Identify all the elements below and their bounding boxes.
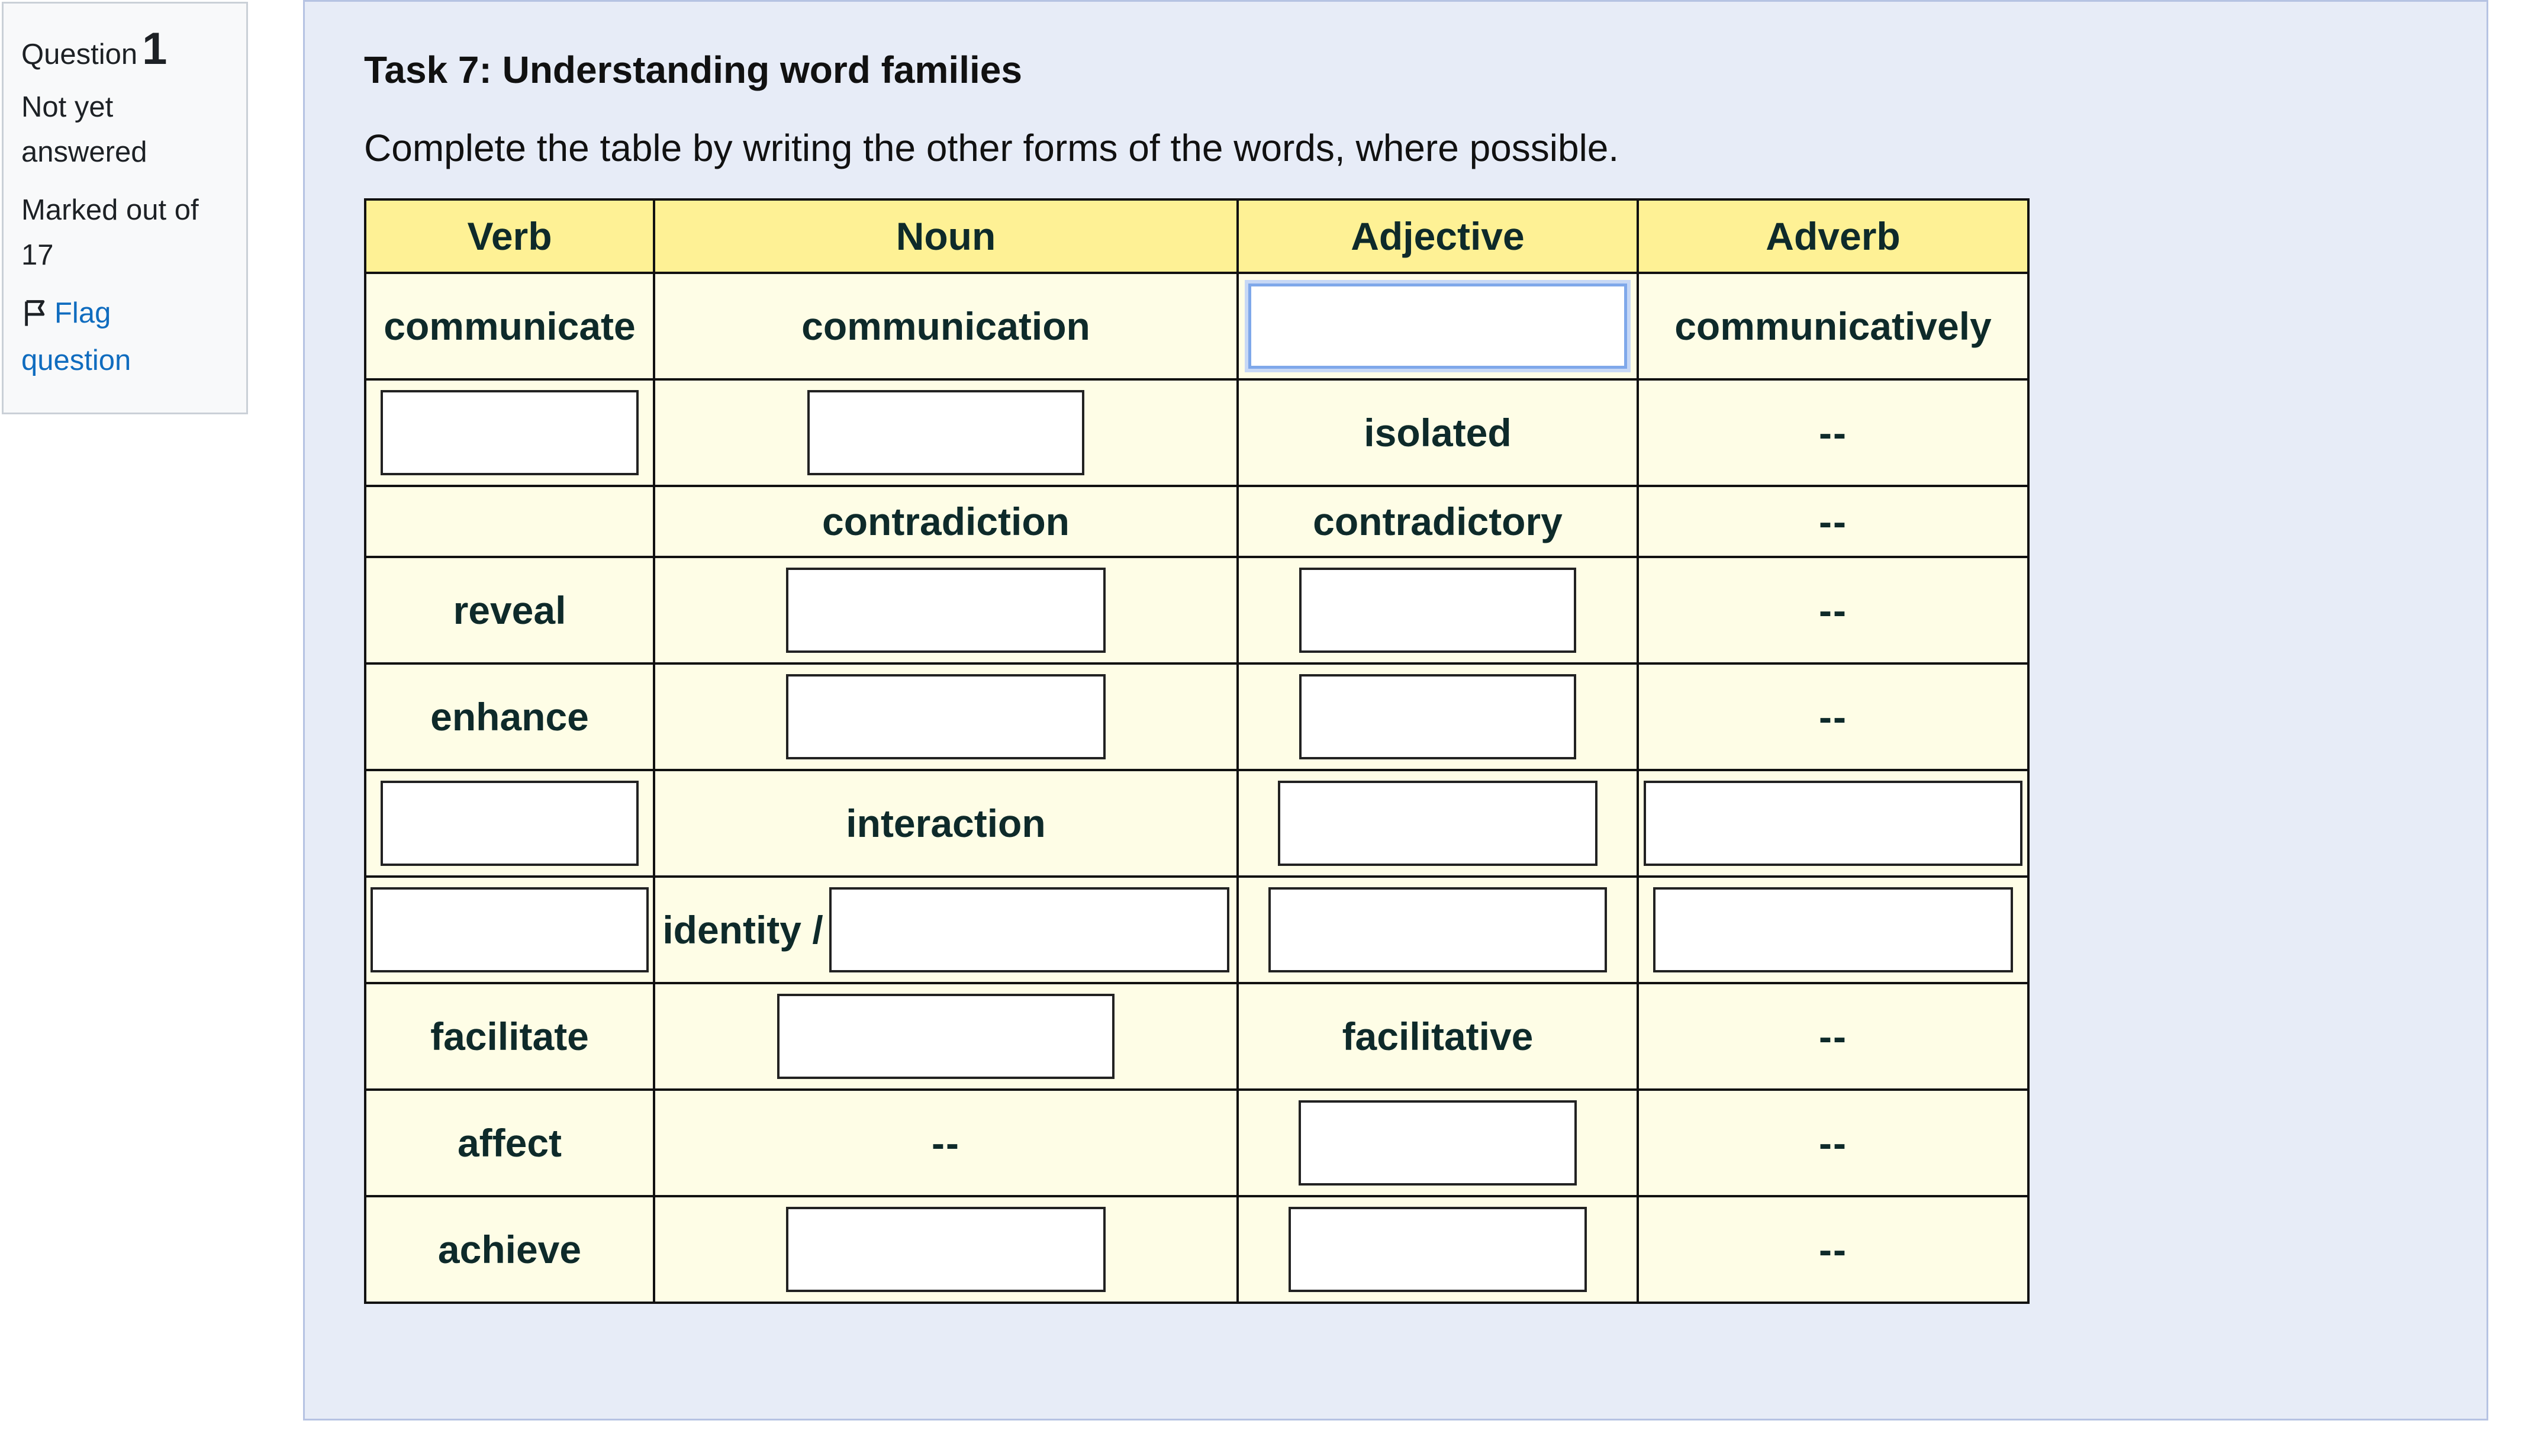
answer-input[interactable] (381, 390, 639, 475)
cell-verb: affect (364, 1088, 655, 1197)
cell-adverb: -- (1637, 556, 2030, 665)
header-noun: Noun (653, 198, 1239, 274)
answer-input[interactable] (777, 994, 1115, 1079)
cell-noun: interaction (653, 769, 1239, 878)
cell-noun: -- (653, 1088, 1239, 1197)
table-row: identity / (364, 875, 2030, 984)
cell-verb: communicate (364, 272, 655, 381)
answer-input[interactable] (1644, 781, 2022, 866)
header-verb: Verb (364, 198, 655, 274)
cell-adverb: -- (1637, 662, 2030, 771)
cell-adjective (1236, 556, 1639, 665)
table-row: reveal -- (364, 556, 2030, 665)
noun-inline-group: identity / (659, 887, 1233, 972)
word-family-table: Verb Noun Adjective Adverb communicate c… (364, 198, 2030, 1304)
table-row: achieve -- (364, 1195, 2030, 1304)
cell-noun: communication (653, 272, 1239, 381)
table-row: affect -- -- (364, 1088, 2030, 1197)
question-instruction: Complete the table by writing the other … (364, 127, 1619, 169)
cell-verb (364, 769, 655, 878)
flag-question-link[interactable]: Flag question (21, 289, 228, 384)
flag-icon (25, 299, 45, 326)
cell-noun (653, 1195, 1239, 1304)
cell-noun (653, 982, 1239, 1091)
cell-verb (364, 485, 655, 558)
cell-adverb: communicatively (1637, 272, 2030, 381)
cell-adjective (1236, 272, 1639, 381)
cell-adjective (1236, 1195, 1639, 1304)
table-row: communicate communication communicativel… (364, 272, 2030, 381)
table-row: facilitate facilitative -- (364, 982, 2030, 1091)
cell-adverb: -- (1637, 485, 2030, 558)
answer-input[interactable] (1278, 781, 1597, 866)
table-row: interaction (364, 769, 2030, 878)
table-row: contradiction contradictory -- (364, 485, 2030, 558)
answer-input[interactable] (381, 781, 639, 866)
cell-verb (364, 378, 655, 487)
answer-input[interactable] (1299, 1100, 1577, 1186)
header-adjective: Adjective (1236, 198, 1639, 274)
answer-input[interactable] (1268, 887, 1607, 972)
cell-verb: reveal (364, 556, 655, 665)
table-header-row: Verb Noun Adjective Adverb (364, 198, 2030, 274)
cell-adjective (1236, 769, 1639, 878)
answer-input[interactable] (786, 674, 1106, 759)
answer-input[interactable] (1653, 887, 2013, 972)
cell-noun (653, 662, 1239, 771)
cell-noun (653, 556, 1239, 665)
answer-input[interactable] (1299, 674, 1576, 759)
answer-input[interactable] (1299, 568, 1576, 653)
table-row: enhance -- (364, 662, 2030, 771)
answer-input[interactable] (807, 390, 1084, 475)
cell-adjective: isolated (1236, 378, 1639, 487)
answer-input[interactable] (371, 887, 649, 972)
answer-input[interactable] (1289, 1207, 1587, 1292)
cell-adjective (1236, 875, 1639, 984)
cell-adjective: contradictory (1236, 485, 1639, 558)
cell-adverb: -- (1637, 982, 2030, 1091)
question-number-value: 1 (142, 24, 168, 74)
answer-input[interactable] (829, 887, 1229, 972)
question-formulation: Task 7: Understanding word families Comp… (303, 0, 2488, 1420)
question-title: Task 7: Understanding word families (364, 49, 1022, 91)
cell-verb: achieve (364, 1195, 655, 1304)
cell-verb (364, 875, 655, 984)
answer-input[interactable] (786, 1207, 1106, 1292)
question-state: Not yet answered (21, 91, 147, 168)
cell-verb: facilitate (364, 982, 655, 1091)
cell-noun (653, 378, 1239, 487)
table-row: isolated -- (364, 378, 2030, 487)
cell-verb: enhance (364, 662, 655, 771)
cell-adverb (1637, 769, 2030, 878)
cell-adjective (1236, 662, 1639, 771)
cell-adjective (1236, 1088, 1639, 1197)
cell-adjective: facilitative (1236, 982, 1639, 1091)
noun-prefix: identity / (662, 908, 823, 952)
cell-adverb (1637, 875, 2030, 984)
cell-adverb: -- (1637, 1088, 2030, 1197)
cell-adverb: -- (1637, 378, 2030, 487)
cell-noun: identity / (653, 875, 1239, 984)
answer-input[interactable] (786, 568, 1106, 653)
header-adverb: Adverb (1637, 198, 2030, 274)
answer-input[interactable] (1248, 284, 1627, 369)
question-grade: Marked out of 17 (21, 194, 199, 271)
cell-adverb: -- (1637, 1195, 2030, 1304)
cell-noun: contradiction (653, 485, 1239, 558)
flag-question-label[interactable]: Flag question (21, 297, 131, 376)
